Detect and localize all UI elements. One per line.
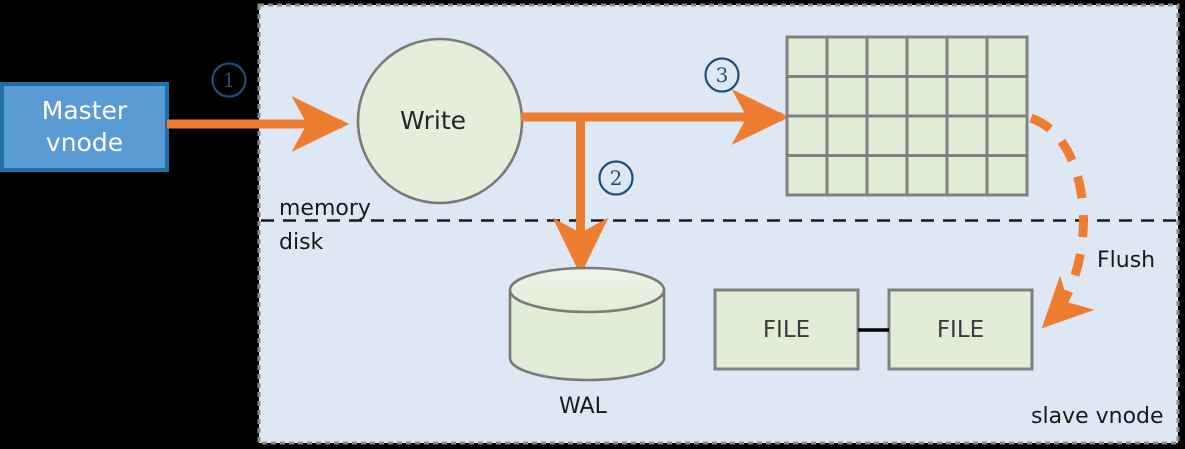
write-node-label: Write	[400, 106, 467, 135]
step-3-number: 3	[715, 63, 729, 87]
master-vnode-label-line2: vnode	[45, 128, 124, 157]
disk-label: disk	[279, 230, 324, 255]
file-box-1-label: FILE	[762, 316, 811, 343]
step-3-circle	[704, 57, 740, 93]
master-vnode-label: Master vnode	[2, 84, 167, 170]
flush-label: Flush	[1097, 248, 1156, 273]
flush-arrow	[1029, 113, 1095, 329]
step-2-circle	[598, 160, 634, 196]
wal-cylinder[interactable]	[508, 266, 666, 382]
master-vnode-box[interactable]	[0, 82, 169, 172]
master-vnode-label-line1: Master	[41, 96, 128, 125]
step-1-circle	[211, 62, 247, 98]
file-box-2-label: FILE	[936, 316, 985, 343]
file-box-2[interactable]	[887, 288, 1034, 371]
slave-vnode-label: slave vnode	[1031, 404, 1164, 429]
memory-label: memory	[279, 196, 371, 221]
memtable-grid[interactable]	[785, 35, 1029, 197]
step-2-number: 2	[609, 166, 623, 190]
wal-label: WAL	[559, 394, 607, 419]
step-1-number: 1	[222, 68, 236, 92]
